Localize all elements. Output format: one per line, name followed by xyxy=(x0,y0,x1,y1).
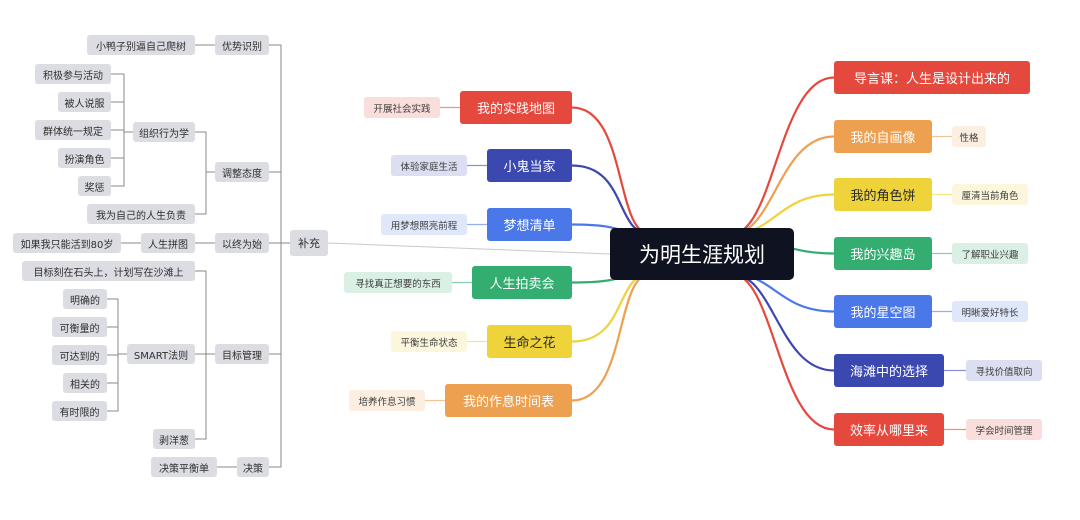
org-item-1[interactable]: 被人说服 xyxy=(58,92,111,112)
goal-item-onion[interactable]: 剥洋葱 xyxy=(153,429,195,449)
attitude-extra[interactable]: 我为自己的人生负责 xyxy=(87,204,195,224)
smart-item-1[interactable]: 可衡量的 xyxy=(52,317,107,337)
branch-interest-island[interactable]: 我的兴趣岛 xyxy=(834,237,932,270)
life-puzzle-node[interactable]: 人生拼图 xyxy=(141,233,195,253)
smart-node[interactable]: SMART法则 xyxy=(127,344,195,364)
branch-home-alone[interactable]: 小鬼当家 xyxy=(487,149,572,182)
link-attitude xyxy=(194,131,216,215)
smart-item-2[interactable]: 可达到的 xyxy=(52,345,107,365)
branch-star-map[interactable]: 我的星空图 xyxy=(834,295,932,328)
tag-time-management[interactable]: 学会时间管理 xyxy=(966,419,1042,440)
tag-career-interest[interactable]: 了解职业兴趣 xyxy=(952,243,1028,264)
advantage-node[interactable]: 优势识别 xyxy=(215,35,269,55)
branch-life-auction[interactable]: 人生拍卖会 xyxy=(472,266,572,299)
link-root-branch-beach-choice xyxy=(730,272,836,372)
goal-management-node[interactable]: 目标管理 xyxy=(215,344,269,364)
link-org-behavior xyxy=(110,73,134,187)
org-item-4[interactable]: 奖惩 xyxy=(78,176,111,196)
tag-routine-habits[interactable]: 培养作息习惯 xyxy=(349,390,425,411)
tag-hobbies[interactable]: 明晰爱好特长 xyxy=(952,301,1028,322)
life-puzzle-item[interactable]: 如果我只能活到80岁 xyxy=(13,233,121,253)
tag-values[interactable]: 寻找价值取向 xyxy=(966,360,1042,381)
branch-self-portrait[interactable]: 我的自画像 xyxy=(834,120,932,153)
tag-dream-future[interactable]: 用梦想照亮前程 xyxy=(381,214,467,235)
link-root-branch-flower-of-life xyxy=(570,272,652,343)
goal-item-stone[interactable]: 目标刻在石头上，计划写在沙滩上 xyxy=(22,261,195,281)
link-smart xyxy=(106,298,128,412)
link-root-branch-efficiency xyxy=(730,272,836,431)
link-root-branch-schedule xyxy=(570,272,652,402)
branch-practice-map[interactable]: 我的实践地图 xyxy=(460,91,572,124)
decision-node[interactable]: 决策 xyxy=(237,457,269,477)
tag-personality[interactable]: 性格 xyxy=(952,126,986,147)
branch-intro-lesson[interactable]: 导言课：人生是设计出来的 xyxy=(834,61,1030,94)
tag-clarify-roles[interactable]: 厘清当前角色 xyxy=(952,184,1028,205)
smart-item-3[interactable]: 相关的 xyxy=(63,373,107,393)
org-item-0[interactable]: 积极参与活动 xyxy=(35,64,111,84)
tag-social-practice[interactable]: 开展社会实践 xyxy=(364,97,440,118)
tag-family-life[interactable]: 体验家庭生活 xyxy=(391,155,467,176)
tag-life-balance[interactable]: 平衡生命状态 xyxy=(391,331,467,352)
link-root-branch-practice-map xyxy=(570,106,652,236)
org-item-2[interactable]: 群体统一规定 xyxy=(35,120,111,140)
end-first-node[interactable]: 以终为始 xyxy=(215,233,269,253)
branch-beach-choice[interactable]: 海滩中的选择 xyxy=(834,354,944,387)
branch-flower-of-life[interactable]: 生命之花 xyxy=(487,325,572,358)
link-supplement-root xyxy=(327,242,611,255)
advantage-item-0[interactable]: 小鸭子别逼自己爬树 xyxy=(87,35,195,55)
supplement-node[interactable]: 补充 xyxy=(290,230,328,256)
smart-item-4[interactable]: 有时限的 xyxy=(52,401,107,421)
org-item-3[interactable]: 扮演角色 xyxy=(58,148,111,168)
smart-item-0[interactable]: 明确的 xyxy=(63,289,107,309)
branch-dream-list[interactable]: 梦想清单 xyxy=(487,208,572,241)
root-node[interactable]: 为明生涯规划 xyxy=(610,228,794,280)
link-root-branch-intro-lesson xyxy=(730,76,836,236)
branch-role-pie[interactable]: 我的角色饼 xyxy=(834,178,932,211)
link-supplement xyxy=(268,44,291,468)
branch-schedule[interactable]: 我的作息时间表 xyxy=(445,384,572,417)
decision-balance-sheet[interactable]: 决策平衡单 xyxy=(151,457,217,477)
tag-true-wants[interactable]: 寻找真正想要的东西 xyxy=(344,272,452,293)
link-root-branch-self-portrait xyxy=(730,135,836,236)
org-behavior-node[interactable]: 组织行为学 xyxy=(133,122,195,142)
link-goal xyxy=(194,270,216,440)
branch-efficiency[interactable]: 效率从哪里来 xyxy=(834,413,944,446)
attitude-node[interactable]: 调整态度 xyxy=(215,162,269,182)
